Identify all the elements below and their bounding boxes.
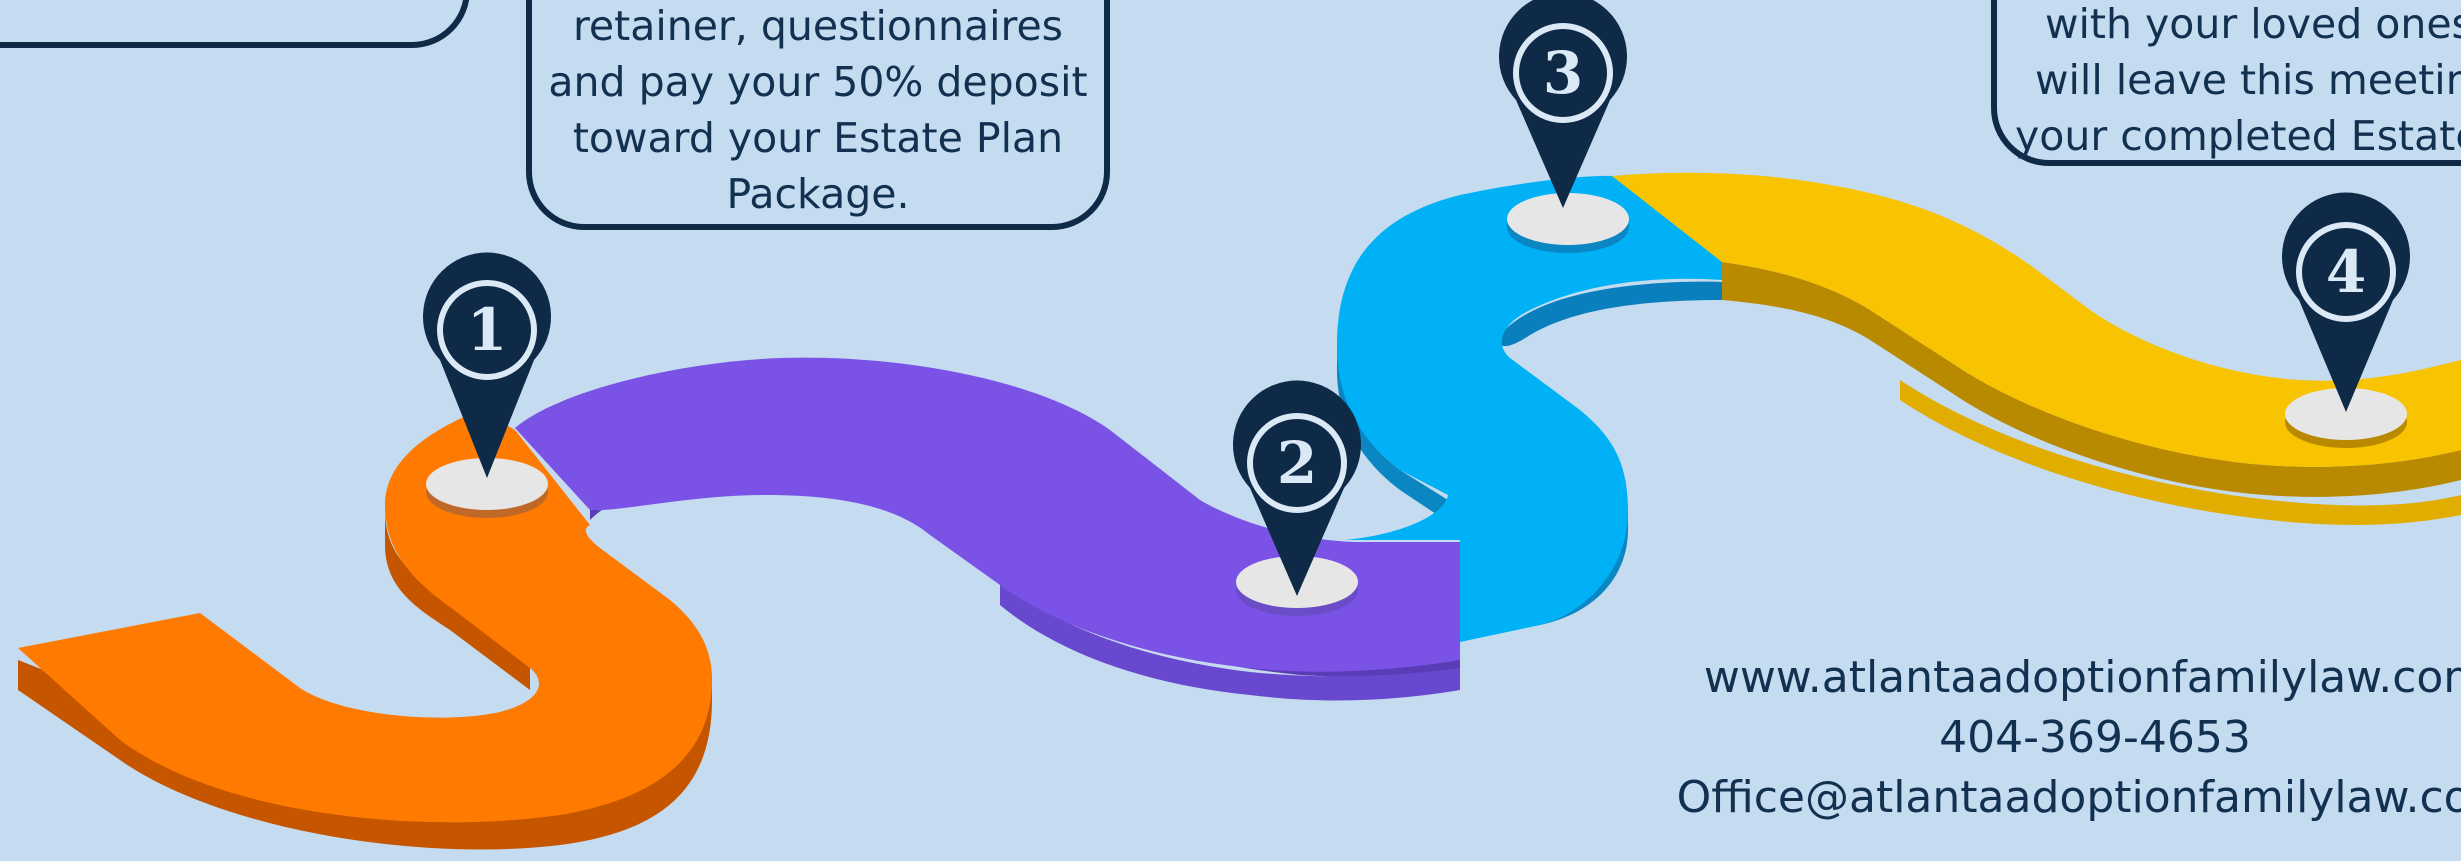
map-pin-3-icon: 3 (1499, 0, 1627, 208)
pin-2-number: 2 (1277, 429, 1317, 497)
phone-number[interactable]: 404-369-4653 (1939, 712, 2251, 763)
road-segment-4 (1612, 172, 2461, 467)
road-segment-3-side2 (1460, 500, 1628, 640)
road-segment-3 (1337, 175, 1722, 643)
step-1-callout (0, 0, 470, 48)
road-segment-2 (515, 357, 1460, 672)
map-pin-1-icon: 1 (423, 252, 551, 478)
road-segment-3-side (1337, 330, 1448, 520)
step-2-line: toward your Estate Plan (572, 114, 1064, 162)
road-segment-1-side2 (385, 510, 530, 690)
step-3-callout: with your loved ones. Y will leave this … (1991, 0, 2461, 166)
road-segment-3-inner (1500, 281, 1729, 347)
step-3-line: with your loved ones. Y (2045, 0, 2461, 48)
marker-base-1 (426, 458, 548, 518)
step-3-line: will leave this meeting w (2035, 56, 2461, 104)
step-3-line: your completed Estate P (2015, 112, 2461, 160)
step-2-line: Package. (726, 170, 910, 218)
pin-1-number: 1 (467, 296, 507, 364)
road-segment-1 (18, 410, 712, 823)
email-link[interactable]: Office@atlantaadoptionfamilylaw.com (1676, 772, 2461, 823)
road-segment-4-side (1722, 262, 2461, 497)
marker-base-4 (2285, 388, 2407, 448)
pin-3-number: 3 (1543, 39, 1583, 107)
website-link[interactable]: www.atlantaadoptionfamilylaw.com (1703, 652, 2461, 703)
map-pin-4-icon: 4 (2281, 192, 2411, 412)
map-pin-2-icon: 2 (1233, 380, 1361, 596)
road-segment-2-side2 (1000, 580, 1460, 701)
marker-base-3 (1507, 193, 1629, 253)
contact-info: www.atlantaadoptionfamilylaw.com 404-369… (1660, 648, 2461, 828)
step-2-line: retainer, questionnaires (572, 2, 1064, 50)
road-segment-4-side2 (1900, 380, 2461, 525)
step-2-line: and pay your 50% deposit (548, 58, 1088, 106)
pin-4-number: 4 (2326, 238, 2366, 306)
step-2-callout: retainer, questionnaires and pay your 50… (526, 0, 1110, 230)
